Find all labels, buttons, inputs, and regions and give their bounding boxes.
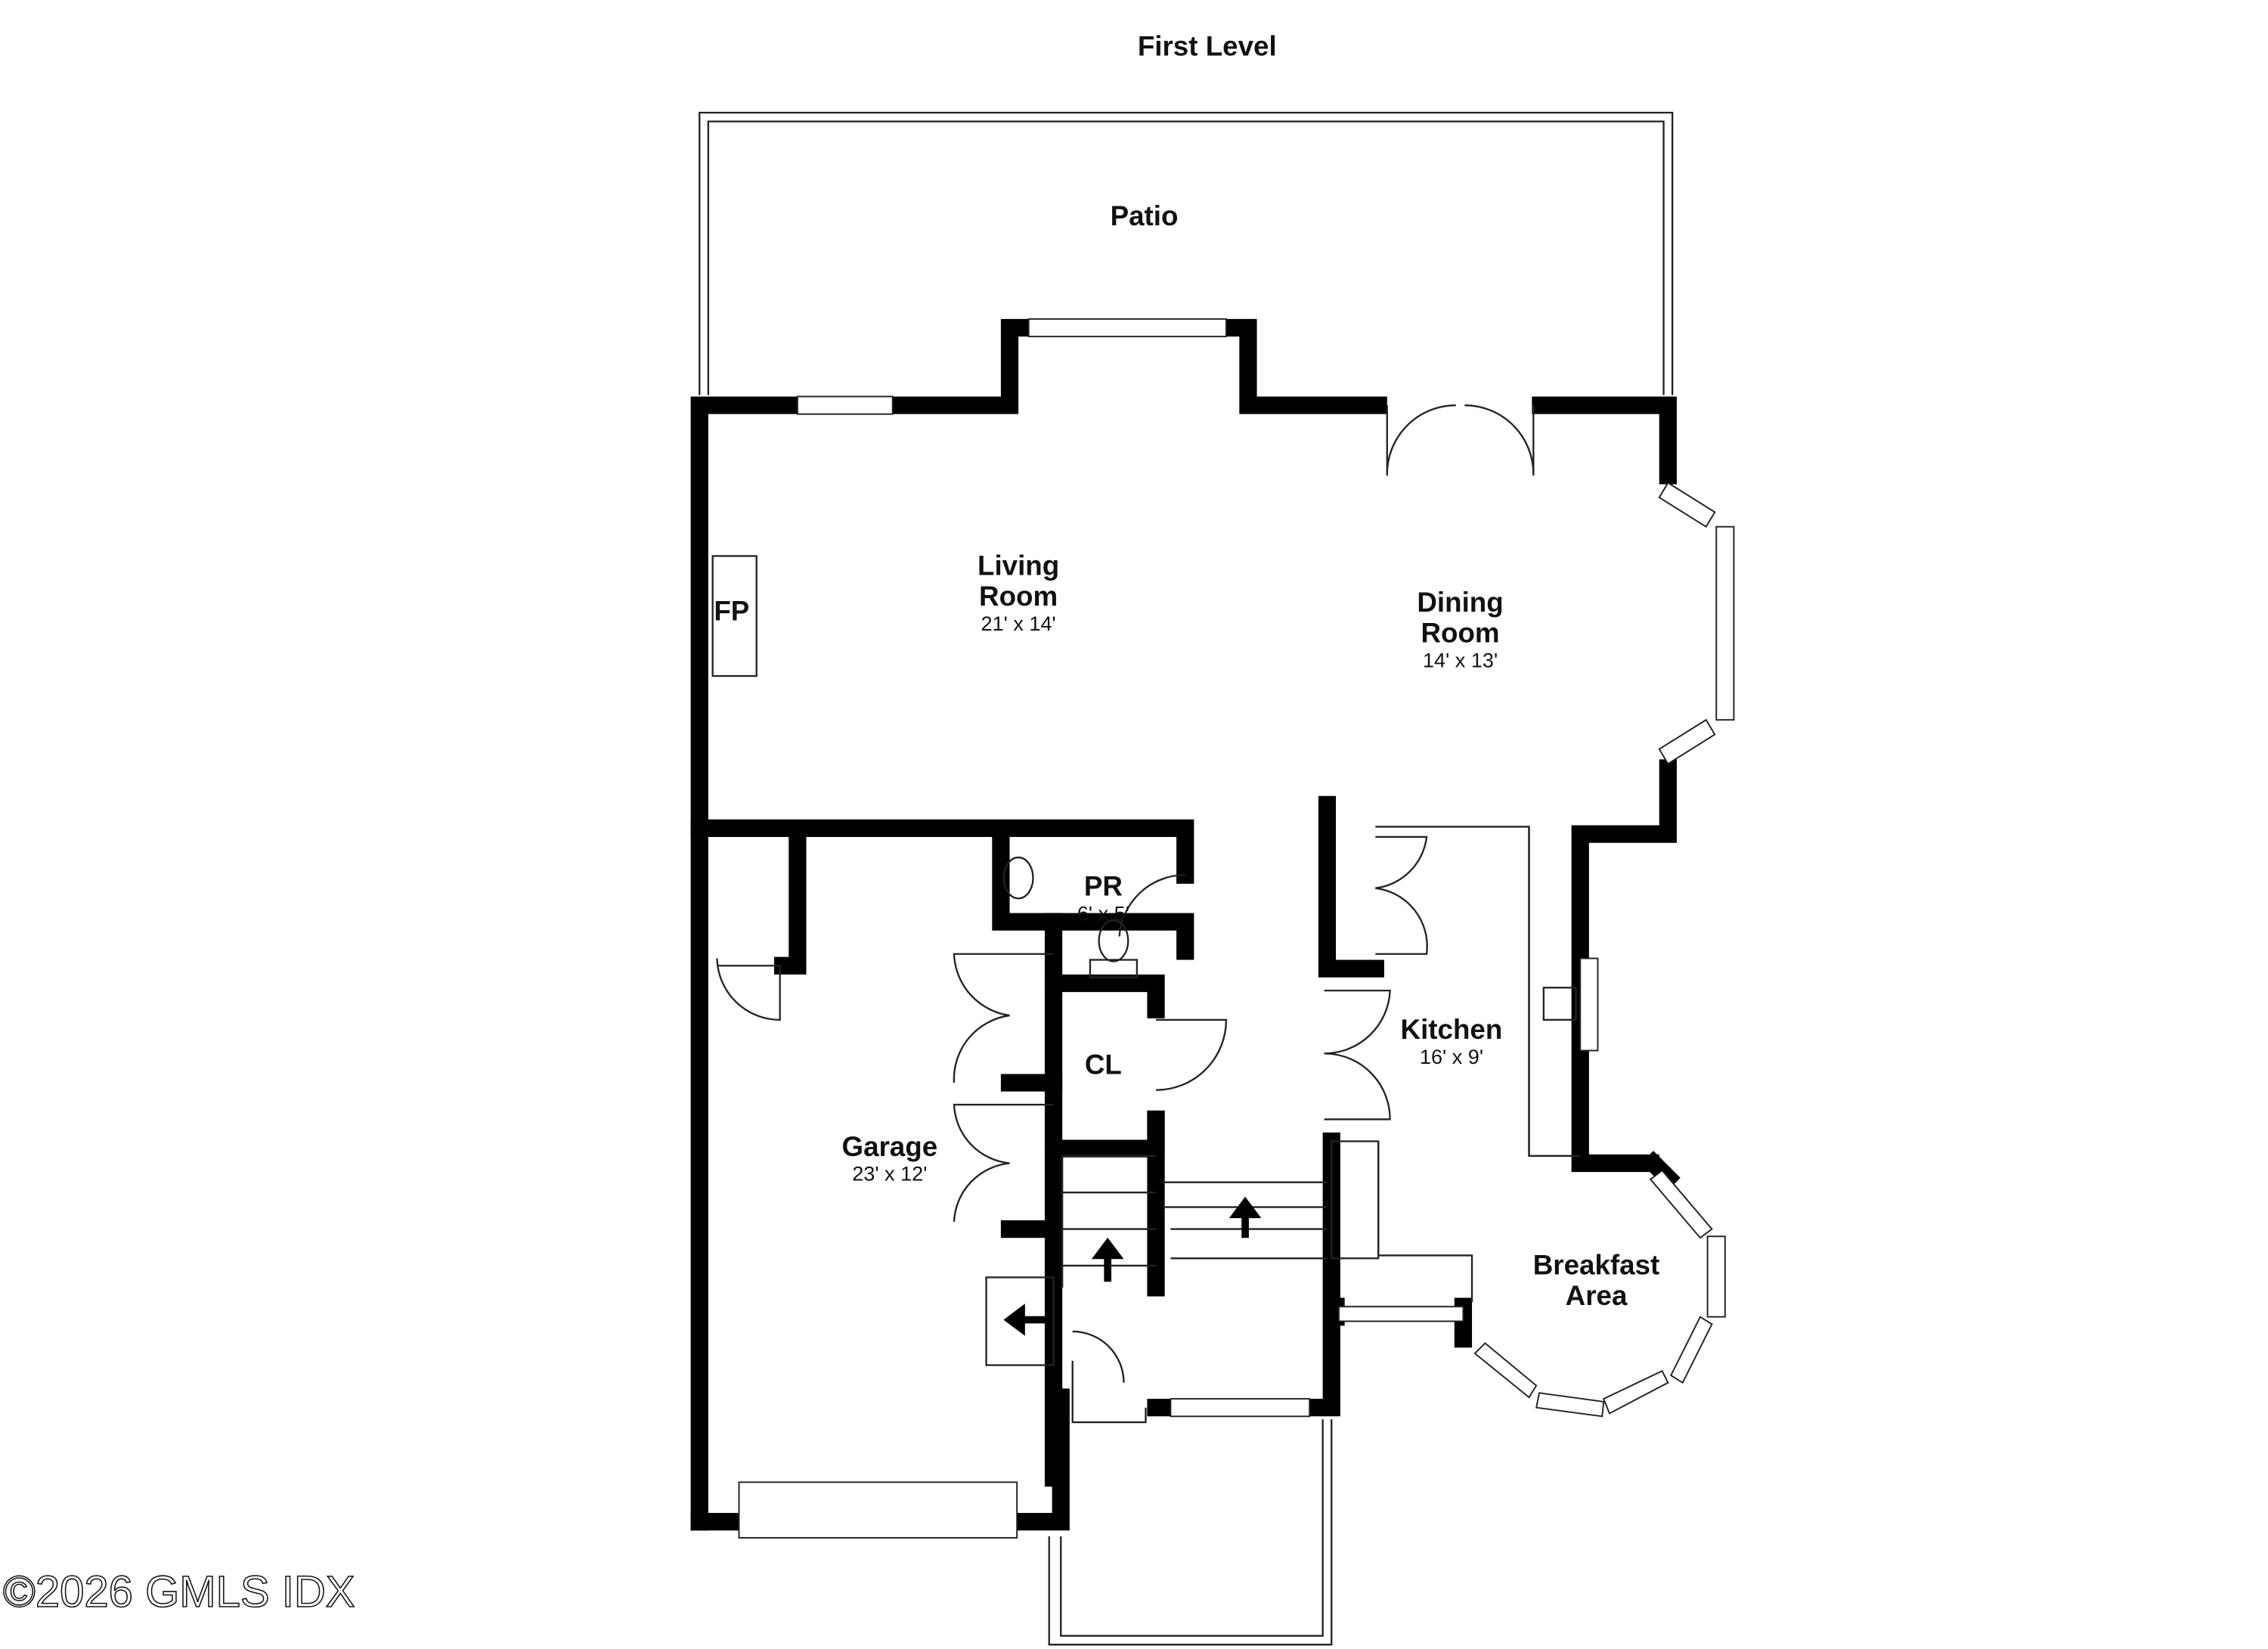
room-label-dining: Dining [1417, 587, 1503, 618]
walls [690, 318, 1681, 1531]
room-label-living: Room [979, 581, 1058, 612]
watermark: ©2026 GMLS IDX [3, 1567, 355, 1616]
room-size-garage: 23' x 12' [852, 1162, 927, 1186]
room-label-powder: PR [1084, 870, 1123, 901]
room-size-living: 21' x 14' [981, 612, 1056, 635]
room-label-breakfast: Area [1566, 1280, 1628, 1311]
room-label-kitchen: Kitchen [1401, 1014, 1503, 1045]
plan-title: First Level [1138, 31, 1277, 62]
room-size-kitchen: 16' x 9' [1420, 1045, 1483, 1068]
room-label-patio: Patio [1111, 200, 1179, 231]
room-label-closet: CL [1085, 1049, 1122, 1080]
room-size-dining: 14' x 13' [1423, 648, 1498, 671]
room-label-breakfast: Breakfast [1533, 1250, 1660, 1281]
patio-outline [699, 111, 1674, 395]
fireplace-label: FP [714, 596, 749, 627]
room-label-garage: Garage [841, 1131, 937, 1162]
room-label-living: Living [978, 550, 1059, 581]
fixtures [711, 404, 1581, 1646]
room-size-powder: 6' x 5' [1077, 901, 1129, 925]
windows [738, 318, 1735, 1539]
room-label-dining: Room [1421, 618, 1499, 649]
